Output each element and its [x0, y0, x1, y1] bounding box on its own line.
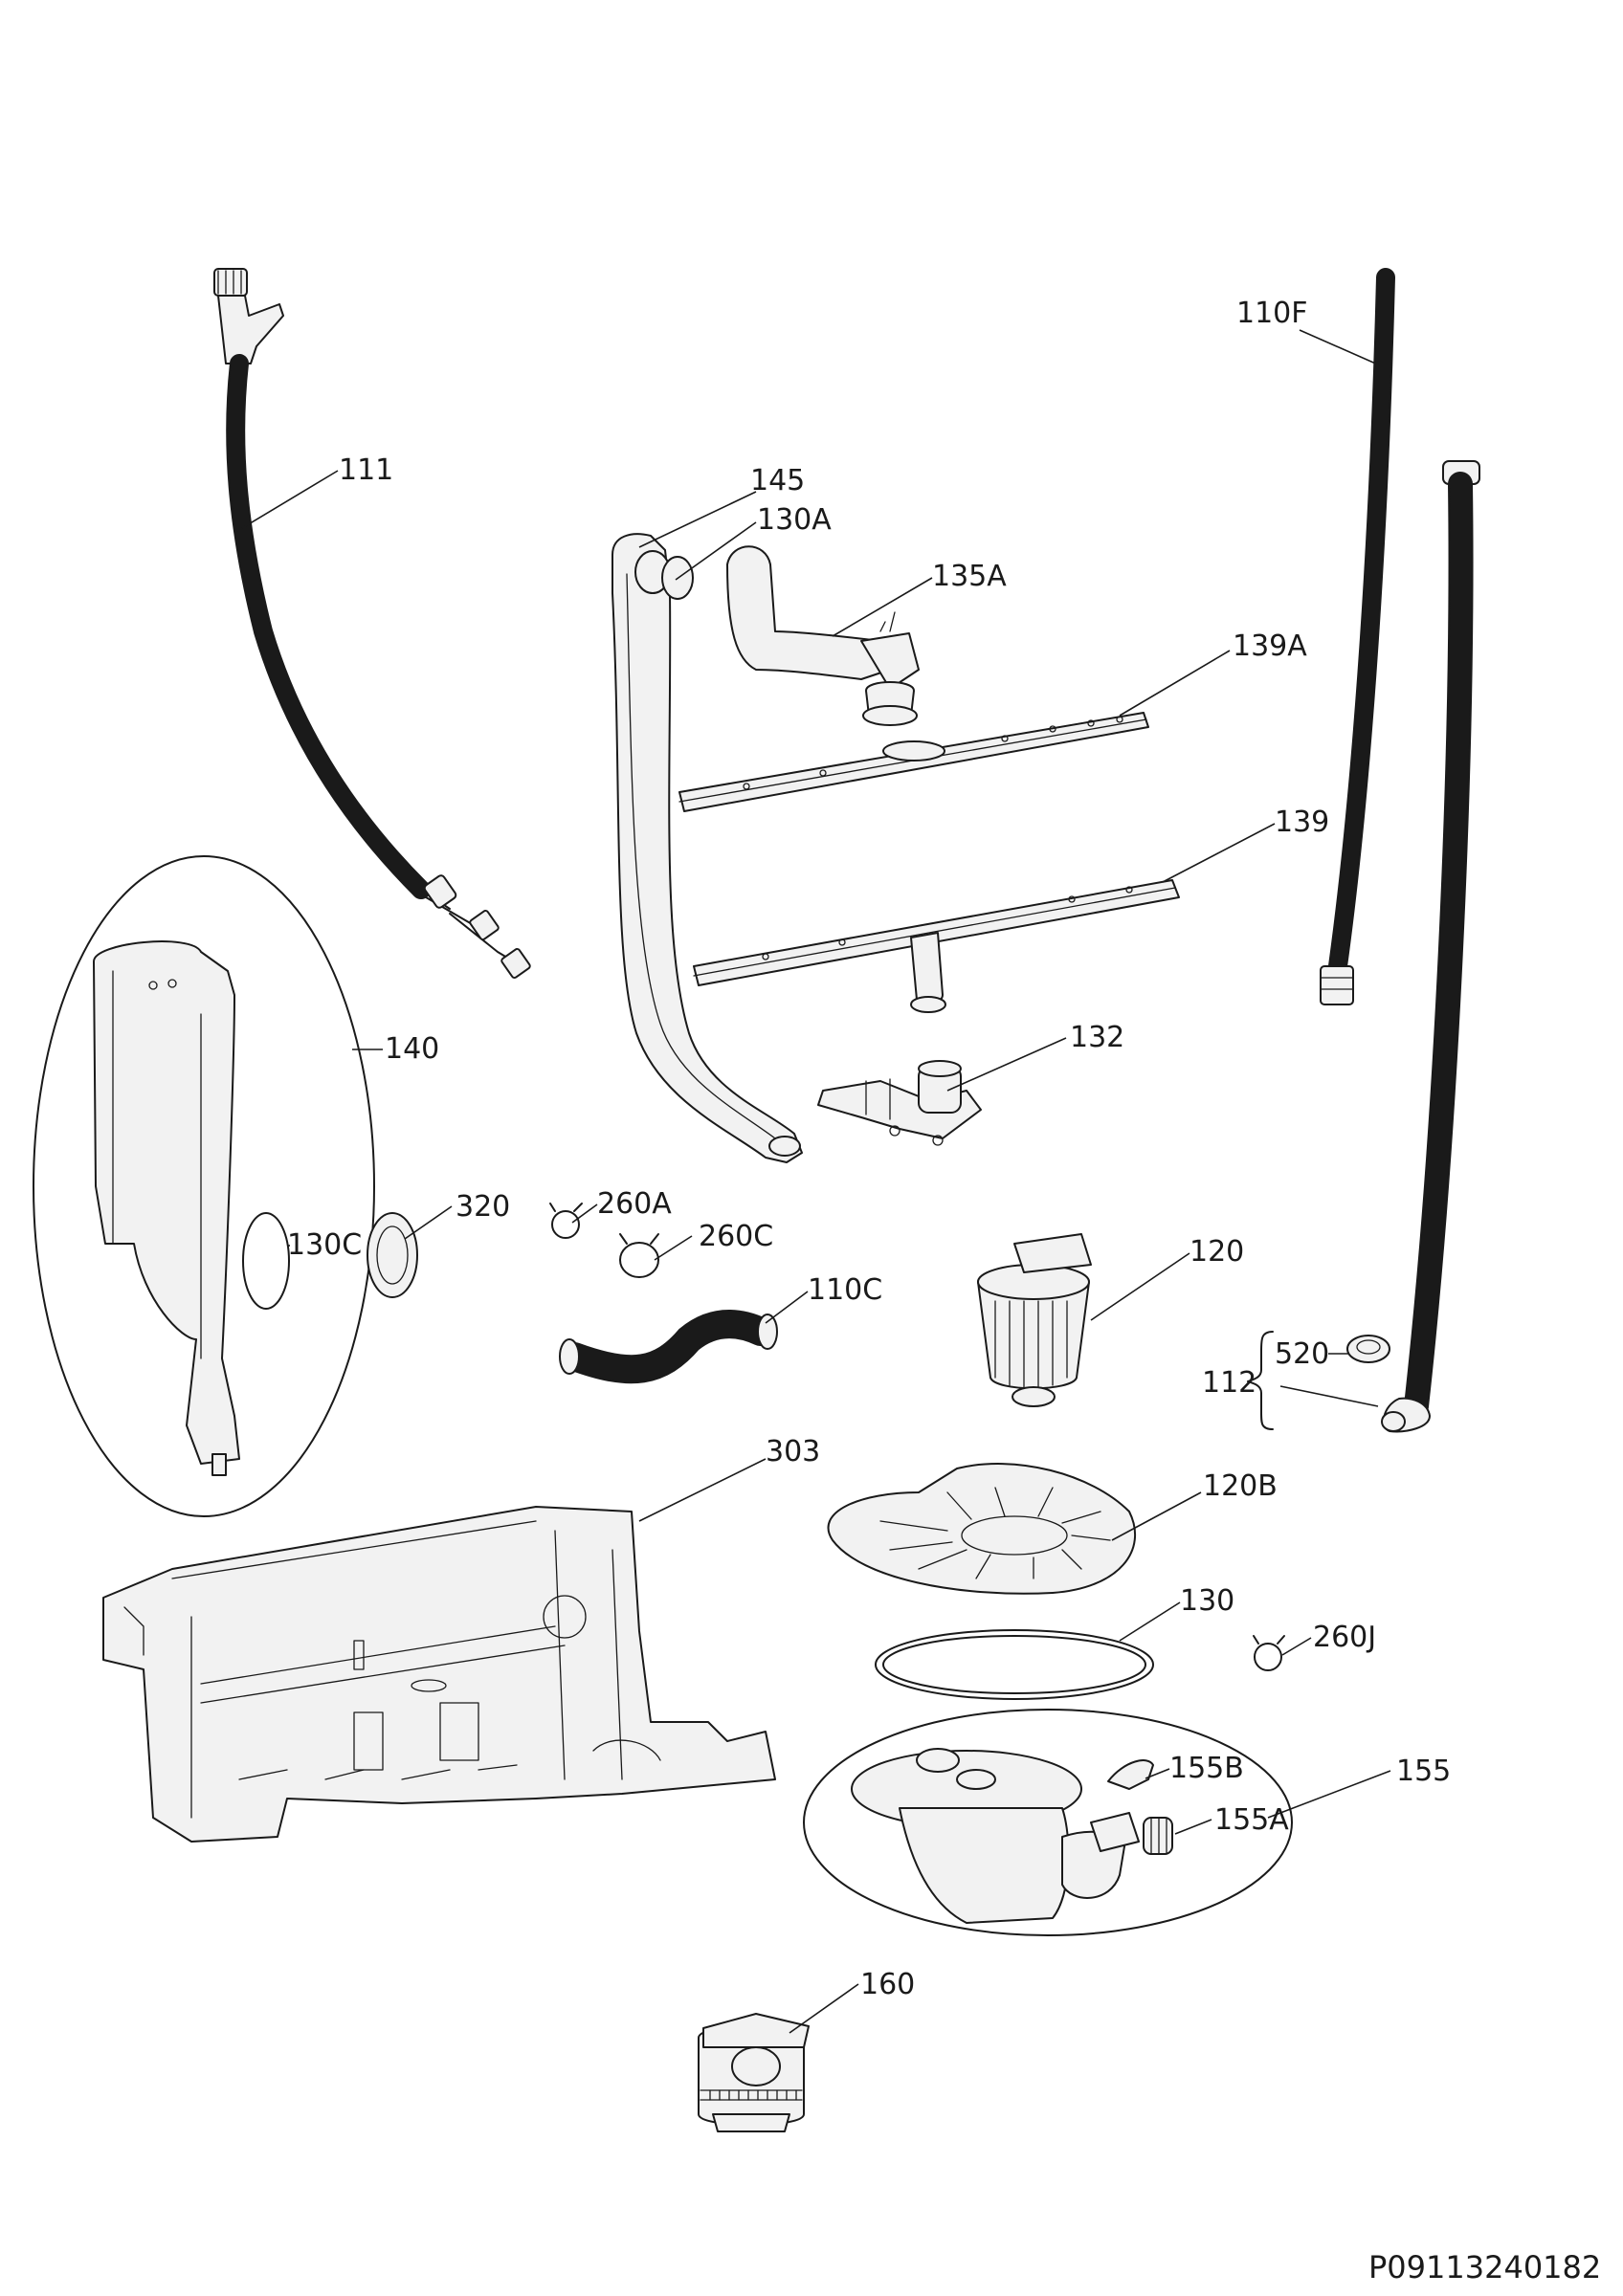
label-155b: 155B	[1169, 1752, 1244, 1785]
label-139a: 139A	[1233, 629, 1307, 663]
label-155a: 155A	[1214, 1803, 1289, 1837]
upper-tube-drawing	[726, 545, 920, 726]
parts-artwork	[33, 268, 1480, 2132]
label-112: 112	[1202, 1366, 1256, 1400]
base-frame-drawing	[102, 1506, 776, 1843]
label-145: 145	[750, 464, 805, 497]
label-260a: 260A	[597, 1187, 672, 1221]
label-260c: 260C	[699, 1220, 773, 1253]
label-130c: 130C	[287, 1228, 362, 1262]
label-132: 132	[1070, 1021, 1124, 1054]
corrugated-hose-drawing	[1381, 460, 1480, 1433]
label-110f: 110F	[1236, 297, 1308, 330]
label-303: 303	[766, 1435, 820, 1468]
riser-pipe-drawing	[611, 533, 803, 1163]
filter-drawing	[977, 1233, 1092, 1407]
pump-drawing	[698, 2013, 810, 2132]
label-139: 139	[1275, 806, 1329, 839]
ring-130c-drawing	[242, 1212, 290, 1310]
plug-520-drawing	[1346, 1335, 1390, 1363]
short-hose-drawing	[559, 1310, 778, 1384]
arm-support-drawing	[817, 1060, 982, 1146]
part-155a-drawing	[1143, 1817, 1173, 1855]
brace-112	[1247, 1331, 1274, 1430]
label-130a: 130A	[757, 503, 832, 537]
ring-130-drawing	[875, 1629, 1154, 1700]
label-320: 320	[456, 1190, 510, 1224]
label-160: 160	[860, 1968, 915, 2001]
label-260j: 260J	[1313, 1621, 1376, 1654]
clamp-260a-drawing	[549, 1203, 583, 1239]
label-110c: 110C	[808, 1273, 882, 1307]
seal-320-drawing	[367, 1212, 418, 1298]
upper-spray-arm-drawing	[678, 712, 1149, 812]
label-140: 140	[385, 1032, 439, 1066]
inlet-hose-drawing	[213, 268, 531, 979]
clamp-260j-drawing	[1253, 1635, 1285, 1671]
leader-lines	[236, 329, 1391, 2034]
label-155: 155	[1396, 1755, 1451, 1788]
label-130: 130	[1180, 1584, 1234, 1618]
label-111: 111	[339, 453, 393, 487]
duct-inset-drawing	[33, 855, 375, 1517]
document-id: P09113240182	[1368, 2249, 1601, 2285]
part-labels: 111 145 130A 135A 139A 110F 139 140 132 …	[287, 297, 1601, 2285]
lower-spray-arm-drawing	[693, 879, 1180, 1013]
label-520: 520	[1275, 1337, 1329, 1371]
drain-hose-drawing	[1320, 268, 1395, 1005]
label-120b: 120B	[1203, 1469, 1278, 1503]
filter-plate-drawing	[827, 1463, 1136, 1595]
label-120: 120	[1189, 1235, 1244, 1269]
label-135a: 135A	[932, 560, 1007, 593]
clamp-260c-drawing	[619, 1233, 659, 1278]
part-155b-drawing	[1107, 1759, 1154, 1790]
sump-inset-drawing	[803, 1709, 1293, 1936]
